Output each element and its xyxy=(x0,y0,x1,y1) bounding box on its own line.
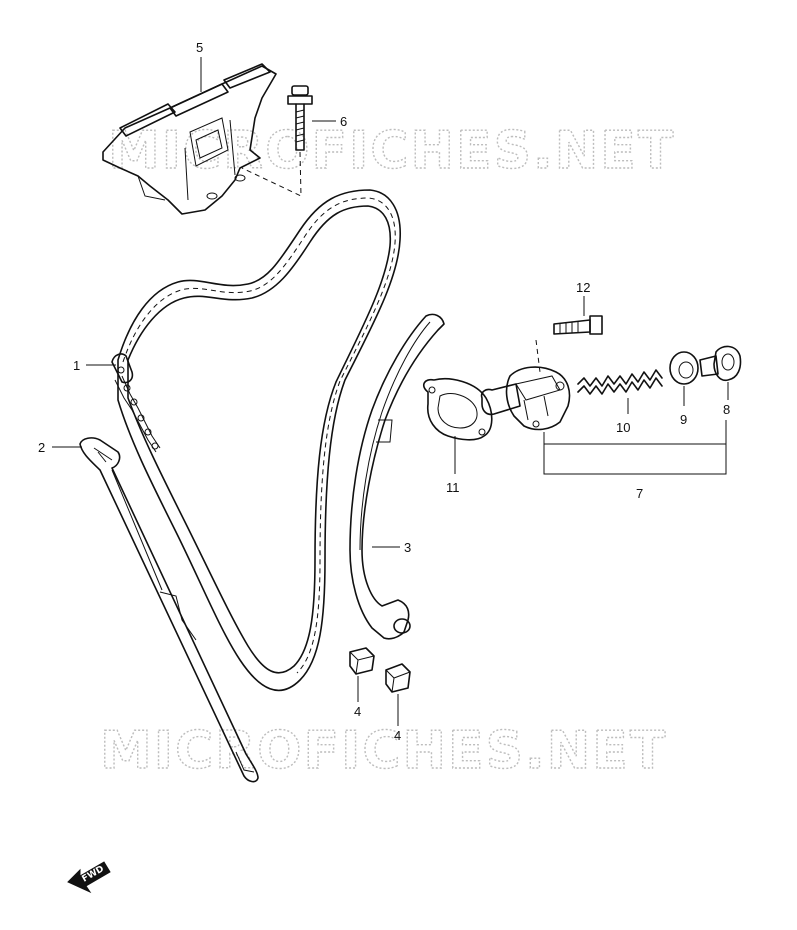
tensioner-gasket xyxy=(422,378,493,441)
watermark-bottom: MICROFICHES.NET xyxy=(100,721,667,781)
callout-4a: 4 xyxy=(354,704,361,719)
tensioner-spring xyxy=(577,369,663,395)
rubber-block-left xyxy=(349,647,375,675)
callout-1: 1 xyxy=(73,358,80,373)
cap-bolt xyxy=(699,345,742,382)
rubber-block-right xyxy=(385,663,411,693)
leader-lines xyxy=(52,57,729,726)
callout-8: 8 xyxy=(723,402,730,417)
callout-5: 5 xyxy=(196,40,203,55)
tensioner-bolt xyxy=(553,315,603,335)
cap-gasket xyxy=(669,351,699,385)
callout-9: 9 xyxy=(680,412,687,427)
callout-12: 12 xyxy=(576,280,590,295)
callout-2: 2 xyxy=(38,440,45,455)
callout-10: 10 xyxy=(616,420,630,435)
callout-7: 7 xyxy=(636,486,643,501)
watermark-top: MICROFICHES.NET xyxy=(108,121,675,181)
timing-chain xyxy=(111,189,401,692)
upper-chain-guide xyxy=(102,63,277,215)
forward-arrow-icon: FWD xyxy=(67,861,111,894)
tensioner-adjuster-body xyxy=(480,366,571,431)
callout-11: 11 xyxy=(446,480,460,495)
callout-3: 3 xyxy=(404,540,411,555)
callout-4b: 4 xyxy=(394,728,401,743)
tensioner-chain-guide xyxy=(349,313,445,640)
callout-6: 6 xyxy=(340,114,347,129)
guide-bolt xyxy=(287,85,313,151)
front-chain-guide xyxy=(79,437,259,783)
